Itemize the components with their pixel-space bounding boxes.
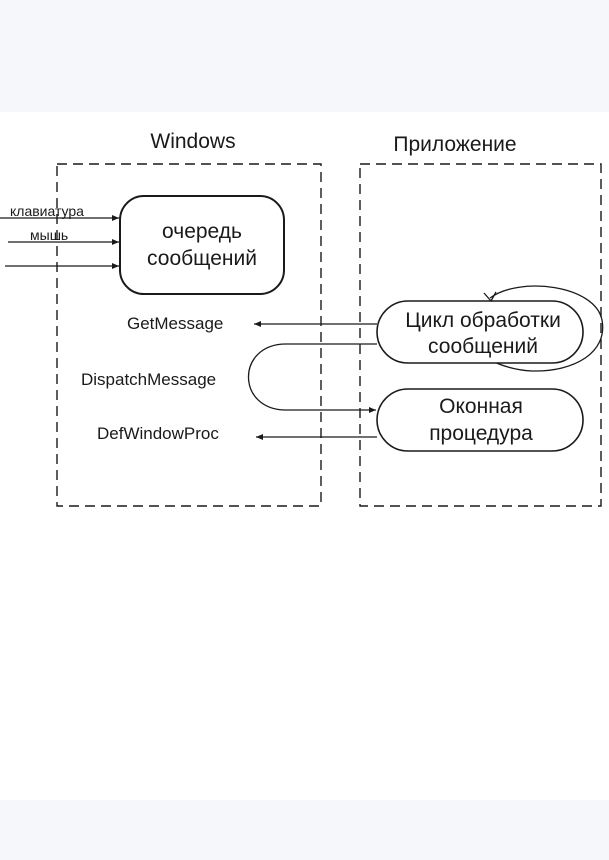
application-region-frame [359,163,602,507]
window-procedure-label-line1: Оконная [439,395,523,418]
windows-region-frame [56,163,322,507]
dispatch-message-arrow [248,343,377,413]
get-message-label: GetMessage [127,314,223,333]
message-loop-cycle-arrowhead [483,291,497,303]
message-queue-node [119,195,285,295]
page-top-band [0,0,609,112]
def-window-proc-label: DefWindowProc [97,424,219,443]
page-bottom-band [0,800,609,860]
mouse-input-label: мышь [30,227,68,243]
keyboard-input-label: клавиатура [10,203,84,219]
window-procedure-label-line2: процедура [429,422,533,445]
message-loop-node [376,300,584,364]
message-loop-label-line1: Цикл обработки [405,309,561,332]
dispatch-message-label: DispatchMessage [81,370,216,389]
message-loop-cycle-line [489,285,604,372]
message-queue-label-line2: сообщений [147,247,257,270]
application-region-title: Приложение [393,133,516,156]
message-loop-label-line2: сообщений [428,335,538,358]
window-procedure-node [376,388,584,452]
message-queue-label-line1: очередь [162,220,242,243]
windows-region-title: Windows [150,130,235,153]
